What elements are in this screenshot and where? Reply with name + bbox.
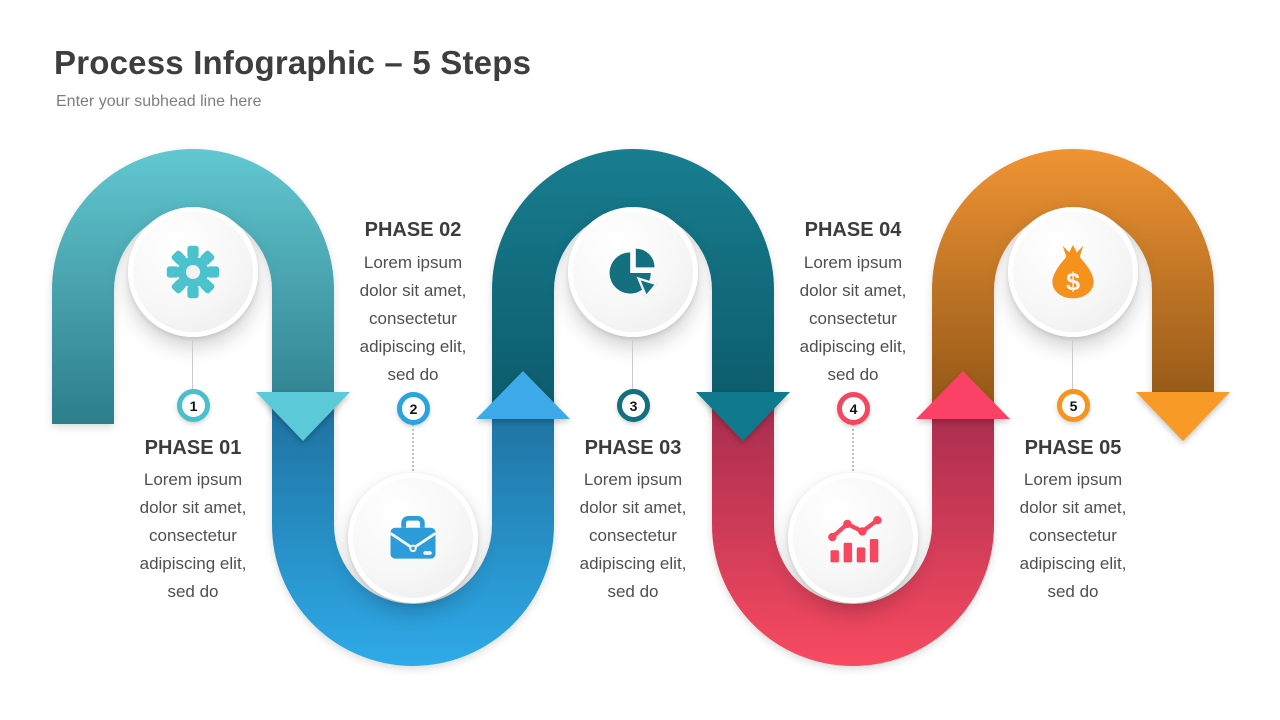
phase-2-label: PHASE 02 <box>364 219 462 241</box>
page-subtitle: Enter your subhead line here <box>56 93 262 110</box>
phase-2-arc <box>272 396 554 666</box>
phase-1-number: 1 <box>189 397 198 414</box>
phase-2-connector-line <box>412 424 414 471</box>
phase-5-arrow-down-icon <box>1136 392 1230 441</box>
phase-4-description: Lorem ipsum dolor sit amet, consectetur … <box>799 253 907 384</box>
phase-4-arc <box>712 396 994 666</box>
phase-5-connector-line <box>1072 340 1073 389</box>
phase-3-description: Lorem ipsum dolor sit amet, consectetur … <box>579 470 687 601</box>
phase-2-arrow-up-icon <box>476 371 570 419</box>
phase-3-arc <box>492 149 774 412</box>
svg-text:$: $ <box>1066 268 1080 296</box>
phase-2-number-badge: 2 <box>397 392 430 425</box>
phase-2-description: Lorem ipsum dolor sit amet, consectetur … <box>359 253 467 384</box>
phase-4-arrow-up-icon <box>916 371 1010 419</box>
phase-4-number: 4 <box>849 400 858 417</box>
phase-3-connector-line <box>632 340 633 389</box>
phase-4-connector-line <box>852 424 854 471</box>
phase-4-icon-circle <box>788 473 918 603</box>
phase-1-icon-circle <box>128 207 258 337</box>
phase-3-number: 3 <box>629 397 638 414</box>
phase-1-arc <box>52 149 334 424</box>
phase-1-arrow-down-icon <box>256 392 350 441</box>
phase-3-label: PHASE 03 <box>584 437 682 459</box>
phase-3-arrow-down-icon <box>696 392 790 441</box>
phase-5-icon-circle: $ <box>1008 207 1138 337</box>
pie-chart-icon <box>609 248 659 299</box>
page-title: Process Infographic – 5 Steps <box>54 44 532 81</box>
phase-2-number: 2 <box>409 400 418 417</box>
phase-5-number: 5 <box>1069 397 1078 414</box>
phase-1-connector-line <box>192 340 193 389</box>
phase-1-label: PHASE 01 <box>144 437 242 459</box>
gear-icon <box>166 245 220 299</box>
phase-4-label: PHASE 04 <box>804 219 902 241</box>
phase-5-label: PHASE 05 <box>1024 437 1122 459</box>
briefcase-icon <box>389 515 437 559</box>
phase-5-number-badge: 5 <box>1057 389 1090 422</box>
phase-5-description: Lorem ipsum dolor sit amet, consectetur … <box>1019 470 1127 601</box>
phase-4-number-badge: 4 <box>837 392 870 425</box>
phase-3-number-badge: 3 <box>617 389 650 422</box>
phase-3-icon-circle <box>568 207 698 337</box>
money-bag-icon: $ <box>1052 244 1094 299</box>
phase-5-arc <box>932 149 1214 404</box>
phase-2-icon-circle <box>348 473 478 603</box>
line-chart-icon <box>828 515 882 563</box>
phase-1-number-badge: 1 <box>177 389 210 422</box>
phase-1-description: Lorem ipsum dolor sit amet, consectetur … <box>139 470 247 601</box>
